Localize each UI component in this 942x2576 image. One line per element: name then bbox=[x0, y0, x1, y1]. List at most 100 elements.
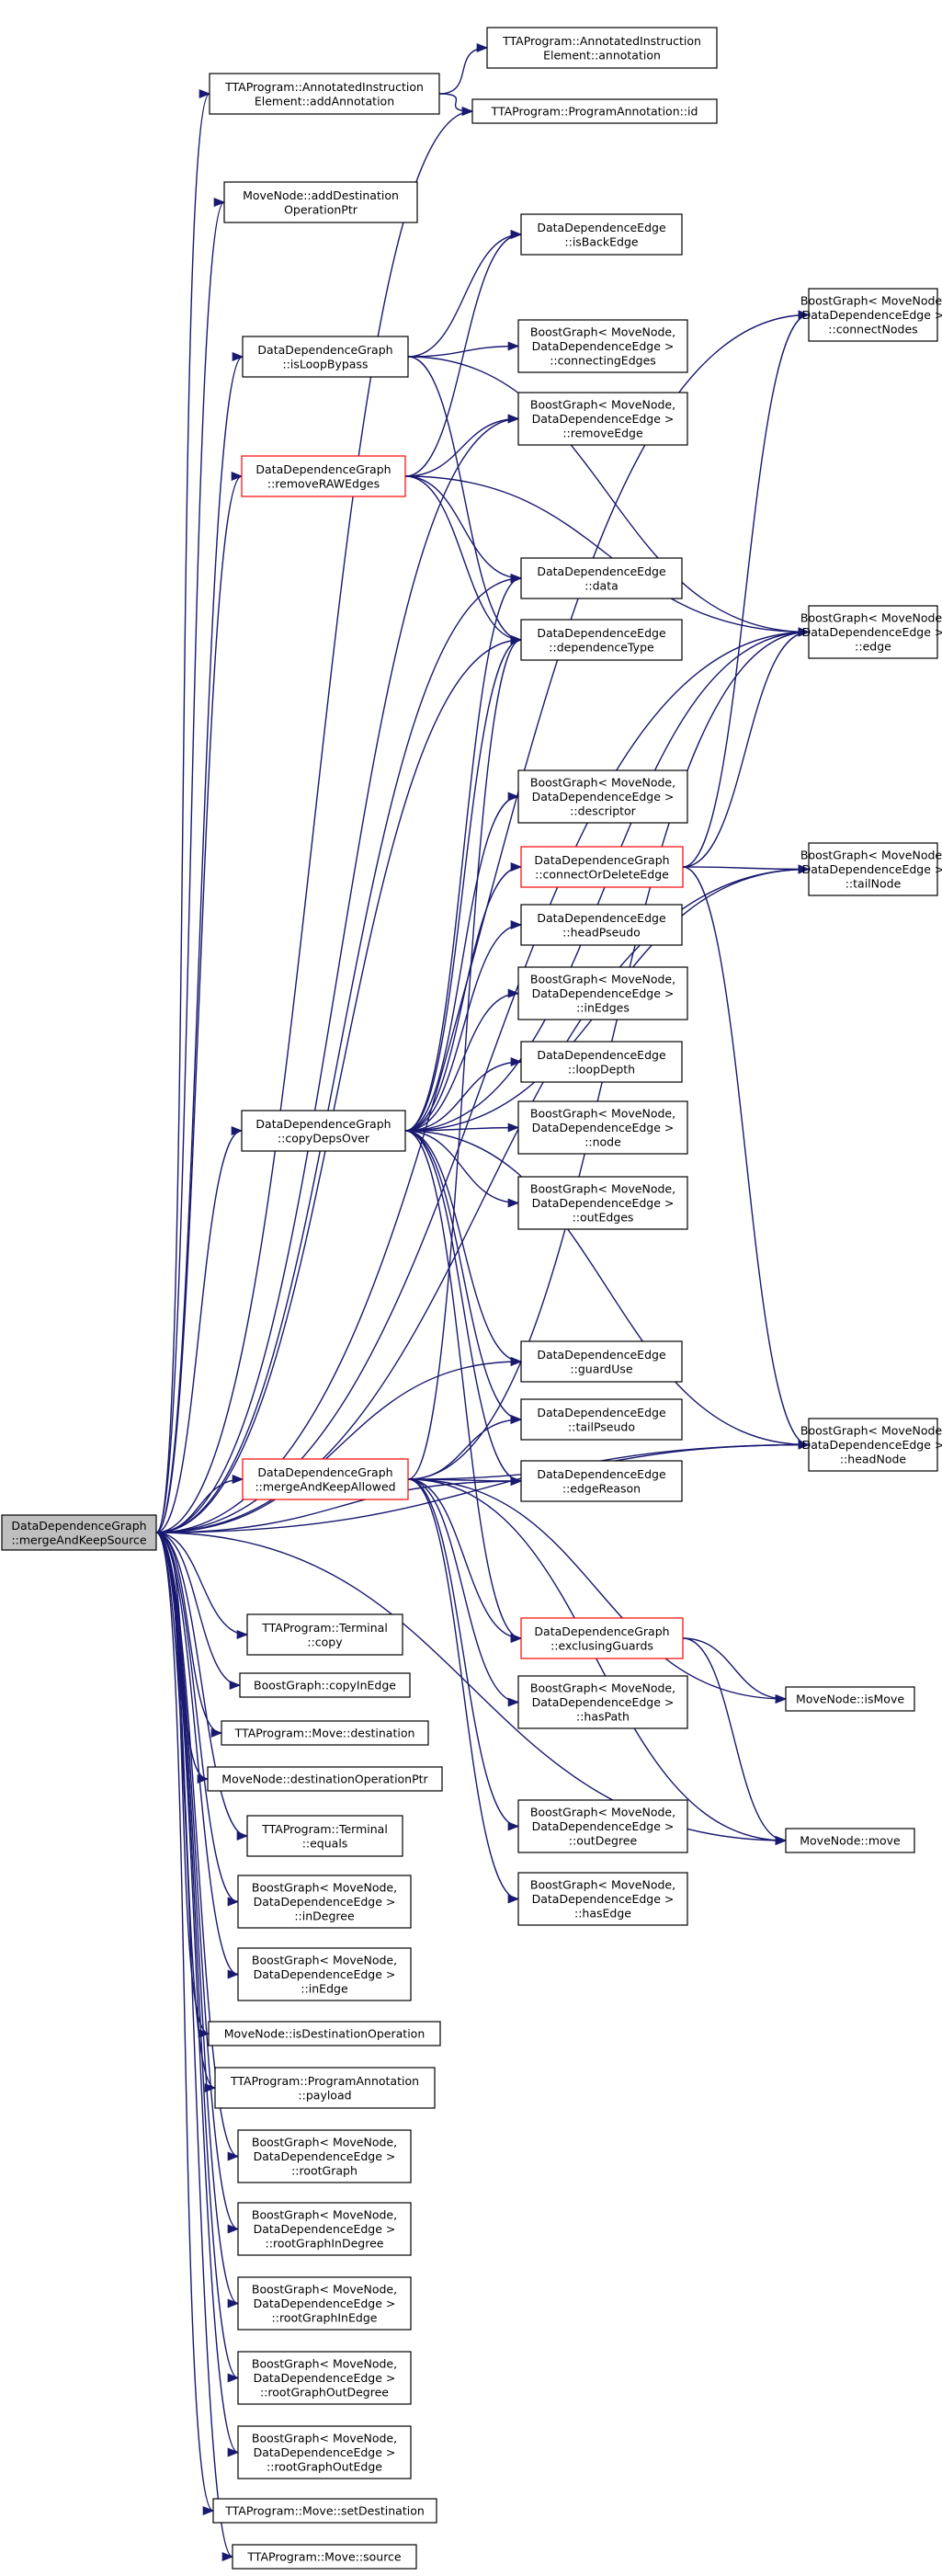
node-bg_tailnode[interactable]: BoostGraph< MoveNode,DataDependenceEdge … bbox=[800, 842, 942, 896]
node-box[interactable] bbox=[246, 1613, 403, 1656]
node-bg_rootgraph[interactable]: BoostGraph< MoveNode,DataDependenceEdge … bbox=[237, 2129, 412, 2183]
node-box[interactable] bbox=[237, 1947, 412, 2001]
node-mn_move[interactable]: MoveNode::move bbox=[785, 1828, 915, 1853]
node-bg_indegree[interactable]: BoostGraph< MoveNode,DataDependenceEdge … bbox=[237, 1875, 412, 1929]
node-box[interactable] bbox=[246, 1815, 403, 1857]
node-box[interactable] bbox=[517, 1799, 688, 1853]
node-box[interactable] bbox=[808, 288, 938, 342]
node-ann_annotation[interactable]: TTAProgram::AnnotatedInstructionElement:… bbox=[486, 27, 718, 69]
node-root[interactable]: DataDependenceGraph::mergeAndKeepSource bbox=[1, 1514, 157, 1551]
node-box[interactable] bbox=[520, 904, 683, 946]
node-ann_add[interactable]: TTAProgram::AnnotatedInstructionElement:… bbox=[209, 73, 440, 115]
node-box[interactable] bbox=[242, 336, 409, 378]
node-box[interactable] bbox=[520, 213, 683, 256]
node-box[interactable] bbox=[237, 2276, 412, 2331]
node-box[interactable] bbox=[517, 1100, 688, 1155]
node-bg_connectnodes[interactable]: BoostGraph< MoveNode,DataDependenceEdge … bbox=[800, 288, 942, 342]
node-bg_headnode[interactable]: BoostGraph< MoveNode,DataDependenceEdge … bbox=[800, 1418, 942, 1472]
node-term_equals[interactable]: TTAProgram::Terminal::equals bbox=[246, 1815, 403, 1857]
node-box[interactable] bbox=[237, 1875, 412, 1929]
node-box[interactable] bbox=[517, 319, 688, 373]
node-box[interactable] bbox=[520, 619, 683, 661]
node-box[interactable] bbox=[520, 1398, 683, 1441]
node-box[interactable] bbox=[808, 1418, 938, 1472]
node-move_source[interactable]: TTAProgram::Move::source bbox=[232, 2544, 417, 2570]
node-dde_data[interactable]: DataDependenceEdge::data bbox=[520, 557, 683, 599]
node-box[interactable] bbox=[520, 1041, 683, 1083]
node-box[interactable] bbox=[209, 73, 440, 115]
node-bg_rootgraphinedge[interactable]: BoostGraph< MoveNode,DataDependenceEdge … bbox=[237, 2276, 412, 2331]
node-box[interactable] bbox=[242, 1458, 409, 1500]
node-bg_haspath[interactable]: BoostGraph< MoveNode,DataDependenceEdge … bbox=[517, 1675, 688, 1729]
node-dde_deptype[interactable]: DataDependenceEdge::dependenceType bbox=[520, 619, 683, 661]
node-box[interactable] bbox=[239, 1672, 411, 1698]
node-bg_inedges[interactable]: BoostGraph< MoveNode,DataDependenceEdge … bbox=[517, 966, 688, 1020]
node-box[interactable] bbox=[212, 2498, 437, 2524]
node-bg_rootgraphoutedge[interactable]: BoostGraph< MoveNode,DataDependenceEdge … bbox=[237, 2425, 412, 2479]
node-box[interactable] bbox=[785, 1686, 915, 1712]
node-dde_guarduse[interactable]: DataDependenceEdge::guardUse bbox=[520, 1340, 683, 1383]
node-move_dest[interactable]: TTAProgram::Move::destination bbox=[221, 1720, 429, 1746]
node-box[interactable] bbox=[517, 1872, 688, 1926]
node-bg_outedges[interactable]: BoostGraph< MoveNode,DataDependenceEdge … bbox=[517, 1176, 688, 1230]
node-ddg_removeraw[interactable]: DataDependenceGraph::removeRAWEdges bbox=[241, 455, 406, 497]
node-box[interactable] bbox=[517, 769, 688, 824]
node-dde_headpseudo[interactable]: DataDependenceEdge::headPseudo bbox=[520, 904, 683, 946]
node-bg_rootgraphindegree[interactable]: BoostGraph< MoveNode,DataDependenceEdge … bbox=[237, 2202, 412, 2256]
node-box[interactable] bbox=[808, 842, 938, 896]
node-ddg_exclguards[interactable]: DataDependenceGraph::exclusingGuards bbox=[520, 1617, 684, 1659]
node-box[interactable] bbox=[1, 1514, 157, 1551]
node-box[interactable] bbox=[808, 605, 938, 659]
node-bg_connectingedges[interactable]: BoostGraph< MoveNode,DataDependenceEdge … bbox=[517, 319, 688, 373]
node-dde_tailpseudo[interactable]: DataDependenceEdge::tailPseudo bbox=[520, 1398, 683, 1441]
node-ddg_isloop[interactable]: DataDependenceGraph::isLoopBypass bbox=[242, 336, 409, 378]
node-box[interactable] bbox=[221, 1720, 429, 1746]
node-box[interactable] bbox=[486, 27, 718, 69]
node-bg_node[interactable]: BoostGraph< MoveNode,DataDependenceEdge … bbox=[517, 1100, 688, 1155]
node-dde_isback[interactable]: DataDependenceEdge::isBackEdge bbox=[520, 213, 683, 256]
node-box[interactable] bbox=[237, 2425, 412, 2479]
node-bg_outdegree[interactable]: BoostGraph< MoveNode,DataDependenceEdge … bbox=[517, 1799, 688, 1853]
node-mn_isdestop[interactable]: MoveNode::isDestinationOperation bbox=[208, 2021, 441, 2046]
node-box[interactable] bbox=[232, 2544, 417, 2570]
node-dde_edgereason[interactable]: DataDependenceEdge::edgeReason bbox=[520, 1460, 683, 1502]
node-bg_copyinedge[interactable]: BoostGraph::copyInEdge bbox=[239, 1672, 411, 1698]
node-box[interactable] bbox=[520, 1460, 683, 1502]
node-box[interactable] bbox=[517, 392, 688, 446]
node-box[interactable] bbox=[520, 1340, 683, 1383]
node-box[interactable] bbox=[785, 1828, 915, 1853]
node-box[interactable] bbox=[237, 2202, 412, 2256]
node-box[interactable] bbox=[471, 98, 718, 124]
node-bg_rootgraphoutdegree[interactable]: BoostGraph< MoveNode,DataDependenceEdge … bbox=[237, 2351, 412, 2405]
node-box[interactable] bbox=[223, 181, 418, 223]
node-box[interactable] bbox=[520, 1617, 684, 1659]
node-dde_loopdepth[interactable]: DataDependenceEdge::loopDepth bbox=[520, 1041, 683, 1083]
node-bg_edge[interactable]: BoostGraph< MoveNode,DataDependenceEdge … bbox=[800, 605, 942, 659]
node-box[interactable] bbox=[214, 2067, 436, 2109]
node-box[interactable] bbox=[520, 557, 683, 599]
node-box[interactable] bbox=[517, 1675, 688, 1729]
node-bg_descriptor[interactable]: BoostGraph< MoveNode,DataDependenceEdge … bbox=[517, 769, 688, 824]
node-ddg_connectordelete[interactable]: DataDependenceGraph::connectOrDeleteEdge bbox=[520, 846, 684, 888]
node-bg_hasedge[interactable]: BoostGraph< MoveNode,DataDependenceEdge … bbox=[517, 1872, 688, 1926]
node-term_copy[interactable]: TTAProgram::Terminal::copy bbox=[246, 1613, 403, 1656]
node-ddg_mergekeep[interactable]: DataDependenceGraph::mergeAndKeepAllowed bbox=[242, 1458, 409, 1500]
node-bg_inedge[interactable]: BoostGraph< MoveNode,DataDependenceEdge … bbox=[237, 1947, 412, 2001]
node-move_setdest[interactable]: TTAProgram::Move::setDestination bbox=[212, 2498, 437, 2524]
node-box[interactable] bbox=[237, 2351, 412, 2405]
node-box[interactable] bbox=[517, 1176, 688, 1230]
node-box[interactable] bbox=[207, 1766, 443, 1792]
node-box[interactable] bbox=[237, 2129, 412, 2183]
node-prog_ann_id[interactable]: TTAProgram::ProgramAnnotation::id bbox=[471, 98, 718, 124]
node-prog_ann_payload[interactable]: TTAProgram::ProgramAnnotation::payload bbox=[214, 2067, 436, 2109]
node-bg_removeedge[interactable]: BoostGraph< MoveNode,DataDependenceEdge … bbox=[517, 392, 688, 446]
node-box[interactable] bbox=[208, 2021, 441, 2046]
node-mn_destop[interactable]: MoveNode::destinationOperationPtr bbox=[207, 1766, 443, 1792]
node-box[interactable] bbox=[241, 1110, 406, 1152]
node-box[interactable] bbox=[520, 846, 684, 888]
node-box[interactable] bbox=[241, 455, 406, 497]
node-box[interactable] bbox=[517, 966, 688, 1020]
node-mn_ismove[interactable]: MoveNode::isMove bbox=[785, 1686, 915, 1712]
node-ddg_copydeps[interactable]: DataDependenceGraph::copyDepsOver bbox=[241, 1110, 406, 1152]
